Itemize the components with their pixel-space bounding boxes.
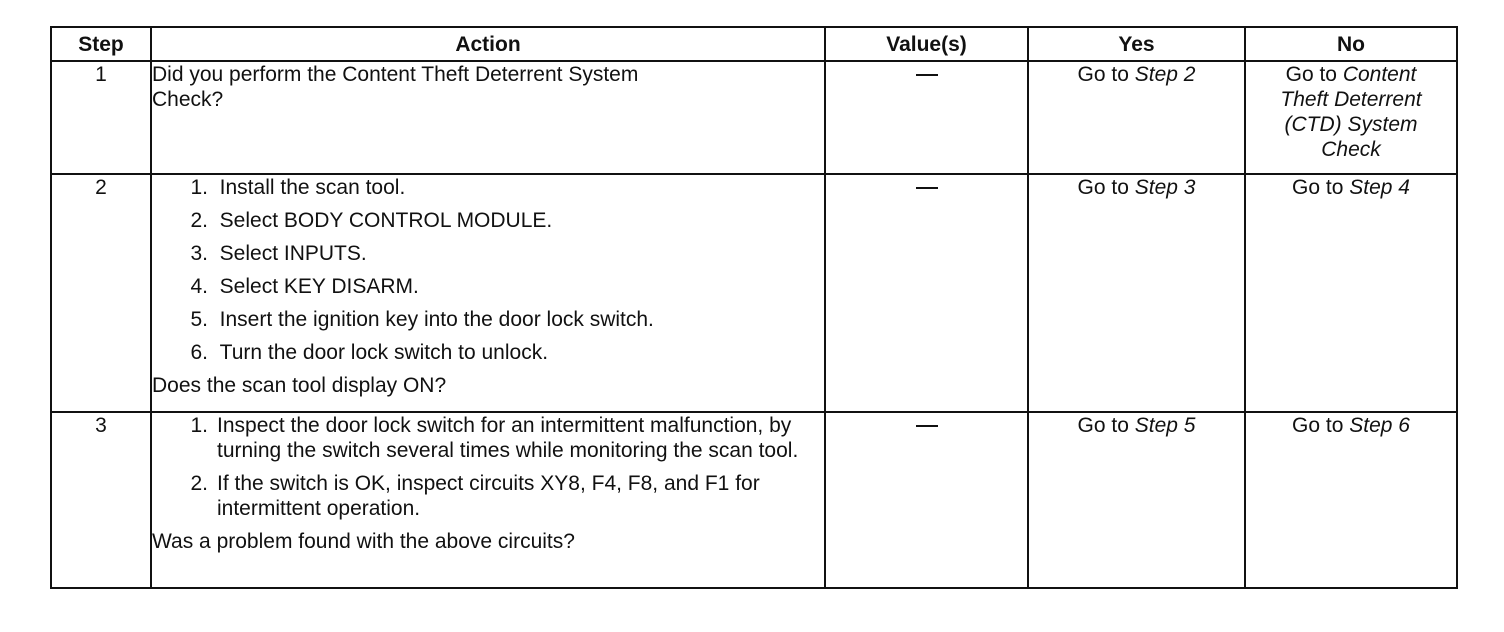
substep: 6. Turn the door lock switch to unlock.: [190, 341, 549, 364]
header-action: Action: [150, 26, 826, 62]
action-question: Does the scan tool display ON?: [152, 374, 447, 397]
action-cell: 1. Install the scan tool. 2. Select BODY…: [150, 173, 826, 413]
go-to-label: Go to: [1292, 414, 1350, 437]
value-cell: —: [824, 173, 1029, 413]
yes-cell: Go to Step 5: [1027, 411, 1246, 589]
go-to-label: Go to: [1077, 414, 1135, 437]
yes-cell: Go to Step 2: [1027, 60, 1246, 175]
go-to-label: Go to: [1077, 63, 1135, 86]
header-yes: Yes: [1027, 26, 1246, 62]
table-row: 1 Did you perform the Content Theft Dete…: [50, 60, 1458, 175]
yes-cell: Go to Step 3: [1027, 173, 1246, 413]
table-row: 3 1.Inspect the door lock switch for an …: [50, 411, 1458, 589]
header-no: No: [1244, 26, 1458, 62]
step-number: 2: [50, 173, 152, 413]
action-cell: 1.Inspect the door lock switch for an in…: [150, 411, 826, 589]
header-step: Step: [50, 26, 152, 62]
substep: 1.Inspect the door lock switch for an in…: [190, 414, 799, 462]
no-target: Step 4: [1349, 176, 1410, 199]
value-cell: —: [824, 60, 1029, 175]
step-number: 1: [50, 60, 152, 175]
table-row: 2 1. Install the scan tool. 2. Select BO…: [50, 173, 1458, 413]
value-cell: —: [824, 411, 1029, 589]
diagnostic-table: Step Action Value(s) Yes No 1 Did you pe…: [50, 26, 1458, 589]
substep-list: 1. Install the scan tool. 2. Select BODY…: [152, 175, 824, 365]
action-cell: Did you perform the Content Theft Deterr…: [150, 60, 826, 175]
substep: 2. Select BODY CONTROL MODULE.: [190, 209, 553, 232]
go-to-label: Go to: [1285, 63, 1343, 86]
substep: 1. Install the scan tool.: [190, 176, 406, 199]
header-values: Value(s): [824, 26, 1029, 62]
go-to-label: Go to: [1077, 176, 1135, 199]
substep: 4. Select KEY DISARM.: [190, 275, 419, 298]
substep: 5. Insert the ignition key into the door…: [190, 308, 654, 331]
action-question: Did you perform the Content Theft Deterr…: [152, 63, 639, 111]
step-number: 3: [50, 411, 152, 589]
no-cell: Go to Step 6: [1244, 411, 1458, 589]
no-cell: Go to Content Theft Deterrent (CTD) Syst…: [1244, 60, 1458, 175]
value-dash: [915, 187, 938, 190]
action-question: Was a problem found with the above circu…: [152, 530, 575, 553]
yes-target: Step 3: [1134, 176, 1196, 199]
substep-list: 1.Inspect the door lock switch for an in…: [152, 413, 824, 521]
substep: 2.If the switch is OK, inspect circuits …: [190, 472, 760, 520]
no-cell: Go to Step 4: [1244, 173, 1458, 413]
no-target: Content Theft Deterrent (CTD) System Che…: [1280, 63, 1422, 161]
substep: 3. Select INPUTS.: [190, 242, 367, 265]
yes-target: Step 5: [1134, 414, 1196, 437]
value-dash: [915, 425, 938, 428]
go-to-label: Go to: [1292, 176, 1350, 199]
value-dash: [915, 74, 938, 77]
no-target: Step 6: [1349, 414, 1410, 437]
header-row: Step Action Value(s) Yes No: [50, 26, 1458, 62]
yes-target: Step 2: [1134, 63, 1196, 86]
